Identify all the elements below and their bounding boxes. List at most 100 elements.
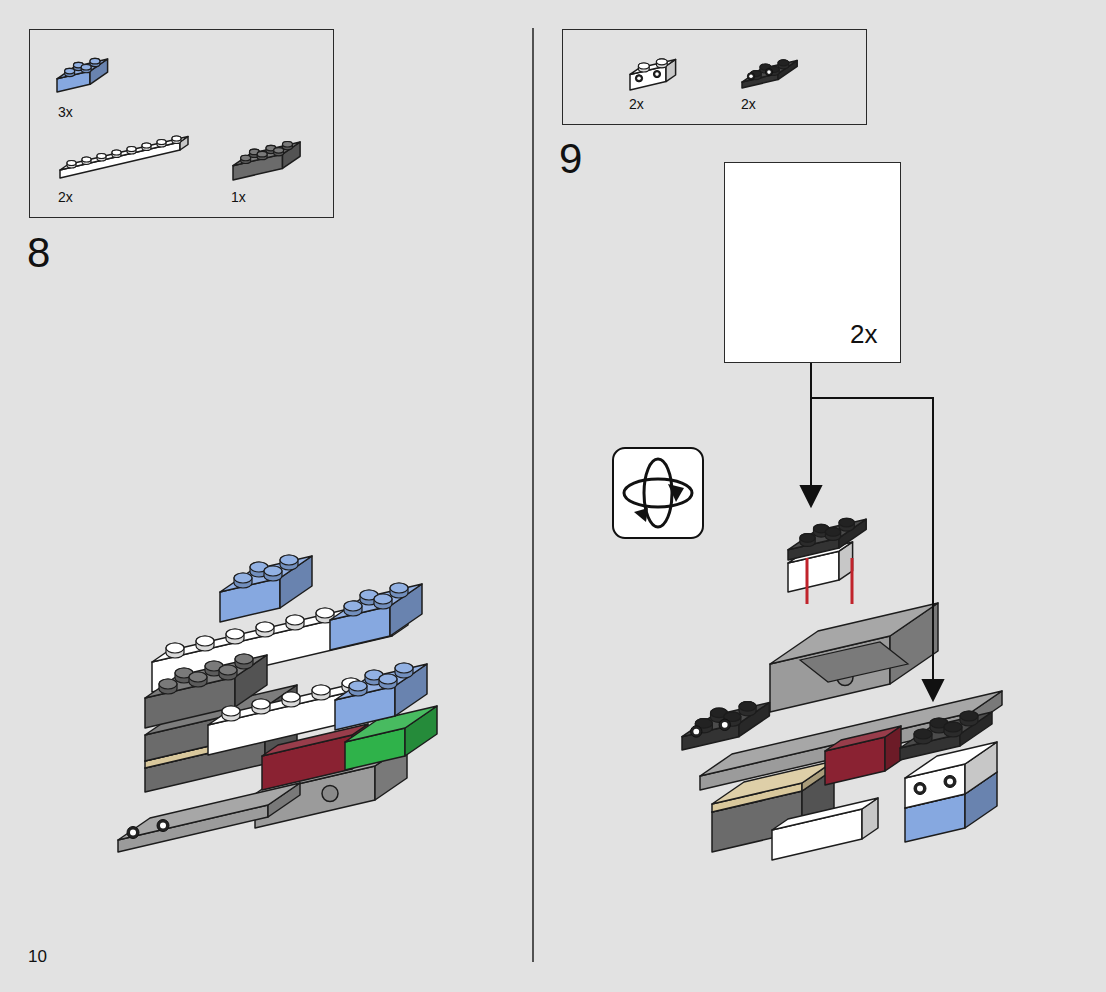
- brick: [220, 555, 312, 622]
- brick-top: [825, 726, 901, 751]
- side-stud: [691, 726, 702, 737]
- brick-top: [57, 59, 108, 79]
- stud-top: [839, 518, 854, 527]
- stud-top: [739, 702, 756, 712]
- brick-top: [145, 655, 267, 698]
- stud-side: [395, 663, 413, 678]
- stud-side: [234, 573, 252, 588]
- stud-side: [778, 60, 789, 69]
- stud-side: [97, 154, 106, 162]
- stud-top: [241, 155, 251, 161]
- stud-top: [349, 681, 367, 691]
- step-number: 9: [559, 138, 582, 180]
- stud-side: [189, 672, 207, 687]
- brick: [118, 783, 300, 852]
- side-stud: [653, 71, 660, 78]
- arrow-head: [923, 680, 943, 700]
- stud-top: [159, 679, 177, 689]
- brick-top: [742, 60, 797, 82]
- stud-top: [656, 59, 667, 65]
- stud-top: [395, 663, 413, 673]
- stud-side: [839, 518, 854, 531]
- stud-top: [81, 65, 91, 71]
- brick-side: [280, 556, 312, 608]
- stud-side: [274, 148, 284, 156]
- stud-top: [800, 534, 815, 543]
- stud-top: [157, 140, 166, 145]
- brick-top: [682, 703, 769, 737]
- stud-top: [166, 643, 184, 653]
- brick: [57, 58, 108, 92]
- stud-top: [235, 654, 253, 664]
- stud-top: [344, 601, 362, 611]
- stud-side: [638, 63, 649, 72]
- stud-side: [127, 147, 136, 155]
- side-stud-hole: [130, 830, 136, 836]
- side-stud: [765, 69, 772, 76]
- stud-top: [264, 566, 282, 576]
- side-stud-hole: [749, 75, 753, 79]
- brick: [772, 798, 878, 860]
- side-stud-hole: [693, 729, 699, 735]
- brick: [770, 603, 938, 712]
- stud-side: [264, 566, 282, 581]
- stud-top: [312, 685, 330, 695]
- stud-top: [286, 615, 304, 625]
- side-stud: [944, 776, 956, 788]
- divider-line: [532, 28, 534, 962]
- quantity-label: 2x: [629, 97, 644, 111]
- brick-top: [330, 584, 422, 620]
- stud-top: [189, 672, 207, 682]
- arrow-line: [811, 398, 933, 685]
- stud-side: [222, 706, 240, 721]
- side-stud-hole: [722, 722, 728, 728]
- side-stud-hole: [767, 70, 771, 74]
- stud-side: [257, 151, 267, 159]
- arrow-head: [801, 486, 821, 506]
- stud-side: [656, 59, 667, 68]
- stud-side: [157, 140, 166, 148]
- side-stud: [719, 719, 730, 730]
- stud-side: [344, 601, 362, 616]
- side-stud: [127, 827, 139, 839]
- stud-side: [286, 615, 304, 630]
- brick-side: [283, 142, 301, 168]
- brick: [742, 60, 797, 88]
- stud-top: [234, 573, 252, 583]
- step-number: 8: [27, 232, 50, 274]
- brick: [905, 772, 997, 842]
- stud-side: [81, 65, 91, 73]
- stud-side: [914, 729, 932, 744]
- stud-side: [379, 674, 397, 689]
- stud-side: [196, 636, 214, 651]
- arrow-line: [810, 362, 812, 490]
- stud-top: [252, 699, 270, 709]
- side-stud: [747, 73, 754, 80]
- brick-side: [90, 59, 108, 84]
- stud-side: [256, 622, 274, 637]
- side-stud: [914, 783, 926, 795]
- side-stud-hole: [655, 72, 659, 76]
- stud-side: [82, 157, 91, 165]
- stud-side: [65, 68, 75, 76]
- brick: [335, 663, 427, 730]
- stud-top: [142, 143, 151, 148]
- stud-side: [235, 654, 253, 669]
- stud-side: [374, 594, 392, 609]
- stud-top: [127, 147, 136, 152]
- brick-top: [900, 712, 992, 748]
- stud-side: [944, 722, 962, 737]
- icon-frame: [613, 448, 703, 538]
- stud-top: [944, 722, 962, 732]
- brick-top: [788, 519, 866, 550]
- stud-top: [638, 63, 649, 69]
- technic-hole: [322, 786, 338, 802]
- stud-top: [219, 665, 237, 675]
- stud-top: [82, 157, 91, 162]
- brick: [60, 136, 188, 178]
- stud-side: [825, 528, 840, 541]
- stud-top: [90, 58, 100, 64]
- brick: [682, 702, 769, 750]
- icon-ring: [644, 459, 672, 527]
- rotate-icon: [613, 448, 703, 538]
